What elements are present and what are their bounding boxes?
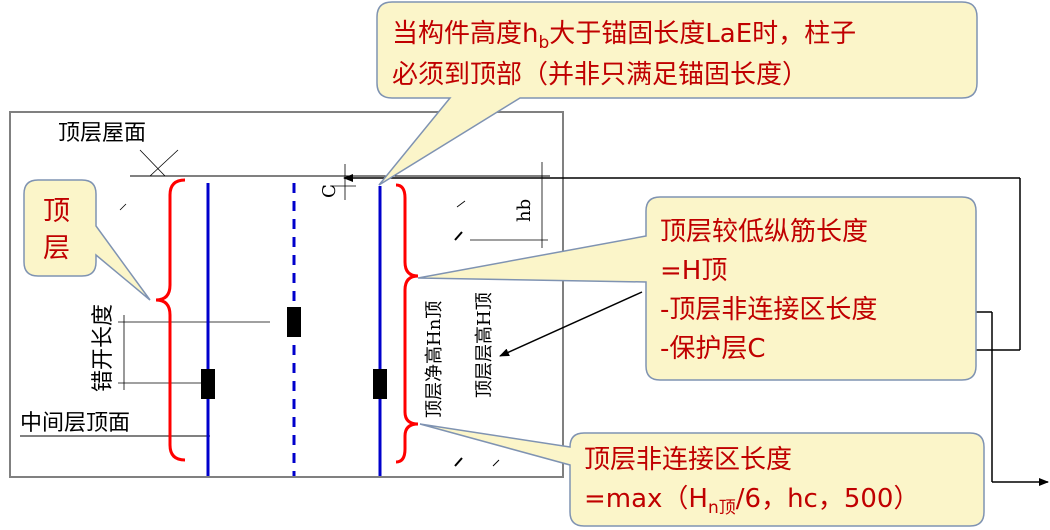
non-connect-callout [419, 423, 985, 527]
clear-height-label: 顶层净高Hn顶 [424, 301, 445, 418]
top-note-callout [376, 1, 978, 186]
middle-floor-label: 中间层顶面 [20, 411, 130, 436]
non-connect-line2: =max（Hn顶/6，hc，500） [584, 484, 919, 518]
splice-block-right [373, 369, 387, 399]
top-floor-line1: 顶 [43, 196, 70, 227]
roof-label: 顶层屋面 [58, 121, 146, 146]
top-floor-callout [23, 179, 151, 301]
roof-leader-a [139, 149, 166, 177]
low-bar-line3: -顶层非连接区长度 [660, 295, 877, 325]
tick-mark [492, 459, 500, 467]
low-bar-arrow [499, 291, 643, 357]
cover-label: C [319, 184, 340, 198]
tick-mark [119, 203, 127, 211]
tick-mark [454, 231, 463, 241]
top-note-line2: 必须到顶部（并非只满足锚固长度） [392, 60, 808, 90]
roof-leader-b [149, 149, 179, 177]
low-bar-line4: -保护层C [660, 334, 766, 364]
top-floor-line2: 层 [43, 233, 70, 264]
low-bar-callout [417, 196, 977, 381]
top-floor-red-brace [155, 178, 186, 462]
stagger-label: 错开长度 [91, 304, 116, 392]
non-connect-line1: 顶层非连接区长度 [584, 445, 792, 475]
splice-block-left [201, 369, 215, 399]
upper-non-connect-brace [395, 183, 419, 464]
tick-mark [456, 200, 466, 208]
drawing-frame [9, 111, 564, 478]
hb-label: hb [514, 199, 535, 222]
low-bar-line1: 顶层较低纵筋长度 [660, 217, 868, 247]
top-note-line1: 当构件高度hb大于锚固长度LaE时，柱子 [392, 19, 856, 53]
tick-mark [454, 457, 463, 467]
floor-height-label: 顶层层高H顶 [474, 292, 495, 398]
splice-block-middle [287, 307, 301, 337]
low-bar-line2: =H顶 [660, 256, 727, 286]
